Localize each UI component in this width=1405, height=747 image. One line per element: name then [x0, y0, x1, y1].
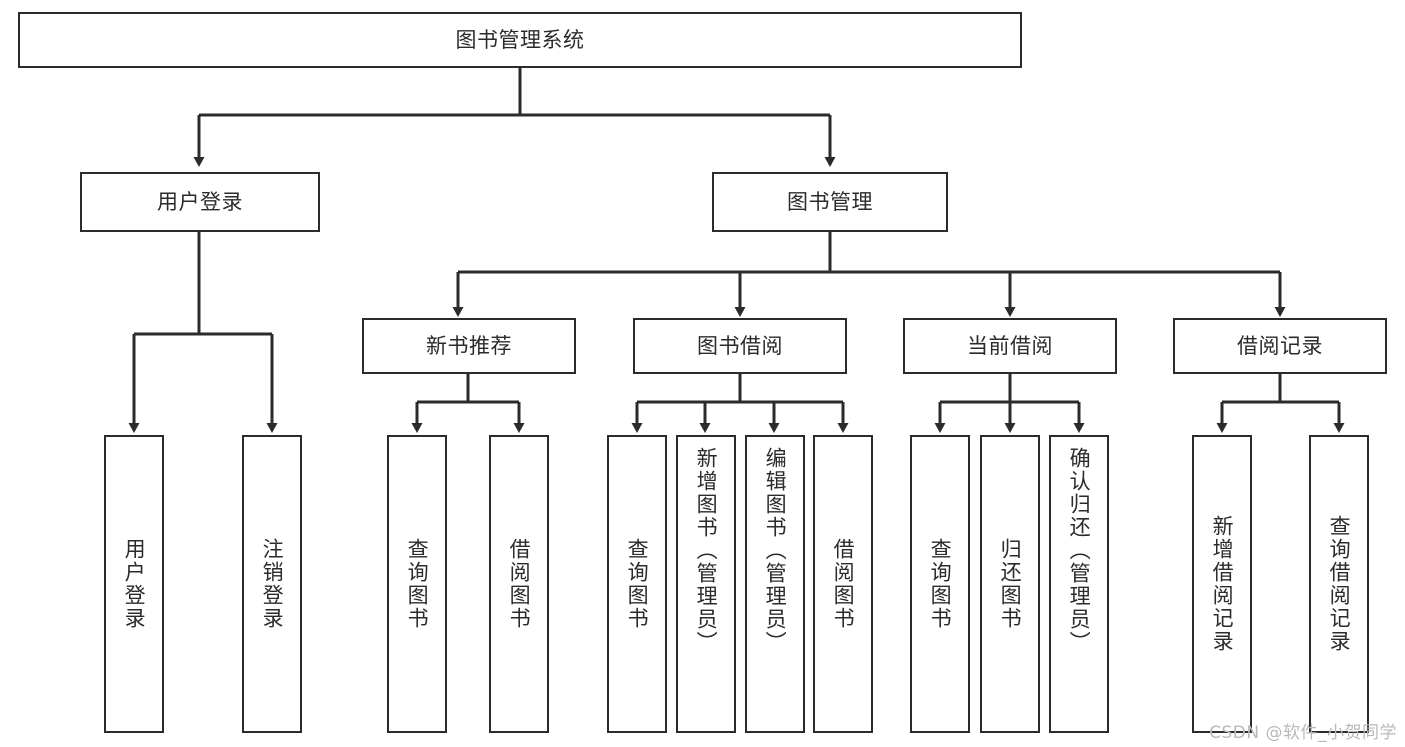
node-leaf-confirm-return-label: 确认归还（管理员） — [1067, 447, 1092, 654]
node-leaf-logout-label: 注销登录 — [260, 538, 285, 630]
node-leaf-add-book[interactable]: 新增图书（管理员） — [676, 435, 736, 733]
node-leaf-query-book-3-label: 查询图书 — [928, 538, 953, 630]
node-leaf-borrow-book-1[interactable]: 借阅图书 — [489, 435, 549, 733]
node-leaf-add-record[interactable]: 新增借阅记录 — [1192, 435, 1252, 733]
node-leaf-query-book-2-label: 查询图书 — [625, 538, 650, 630]
node-leaf-return-book-label: 归还图书 — [998, 538, 1023, 630]
node-leaf-borrow-book-2[interactable]: 借阅图书 — [813, 435, 873, 733]
node-leaf-borrow-book-1-label: 借阅图书 — [507, 538, 532, 630]
node-current-borrow-label: 当前借阅 — [967, 333, 1053, 358]
node-borrow-record[interactable]: 借阅记录 — [1173, 318, 1387, 374]
node-book-borrow[interactable]: 图书借阅 — [633, 318, 847, 374]
node-leaf-query-record[interactable]: 查询借阅记录 — [1309, 435, 1369, 733]
node-leaf-edit-book-label: 编辑图书（管理员） — [763, 447, 788, 654]
node-leaf-query-book-2[interactable]: 查询图书 — [607, 435, 667, 733]
node-leaf-query-book-3[interactable]: 查询图书 — [910, 435, 970, 733]
csdn-watermark: CSDN @软件_小贺同学 — [1209, 723, 1397, 743]
node-new-book-rec[interactable]: 新书推荐 — [362, 318, 576, 374]
node-current-borrow[interactable]: 当前借阅 — [903, 318, 1117, 374]
node-book-manage[interactable]: 图书管理 — [712, 172, 948, 232]
node-leaf-add-book-label: 新增图书（管理员） — [694, 447, 719, 654]
node-leaf-query-book-1-label: 查询图书 — [405, 538, 430, 630]
node-root[interactable]: 图书管理系统 — [18, 12, 1022, 68]
node-leaf-return-book[interactable]: 归还图书 — [980, 435, 1040, 733]
node-book-borrow-label: 图书借阅 — [697, 333, 783, 358]
node-leaf-confirm-return[interactable]: 确认归还（管理员） — [1049, 435, 1109, 733]
node-user-login[interactable]: 用户登录 — [80, 172, 320, 232]
node-user-login-label: 用户登录 — [157, 189, 243, 214]
node-leaf-add-record-label: 新增借阅记录 — [1210, 515, 1235, 653]
node-leaf-user-login-label: 用户登录 — [122, 538, 147, 630]
node-leaf-borrow-book-2-label: 借阅图书 — [831, 538, 856, 630]
node-leaf-query-book-1[interactable]: 查询图书 — [387, 435, 447, 733]
node-new-book-rec-label: 新书推荐 — [426, 333, 512, 358]
node-borrow-record-label: 借阅记录 — [1237, 333, 1323, 358]
node-leaf-logout[interactable]: 注销登录 — [242, 435, 302, 733]
node-root-label: 图书管理系统 — [455, 27, 585, 52]
node-book-manage-label: 图书管理 — [787, 189, 873, 214]
node-leaf-user-login[interactable]: 用户登录 — [104, 435, 164, 733]
node-leaf-query-record-label: 查询借阅记录 — [1327, 515, 1352, 653]
node-leaf-edit-book[interactable]: 编辑图书（管理员） — [745, 435, 805, 733]
